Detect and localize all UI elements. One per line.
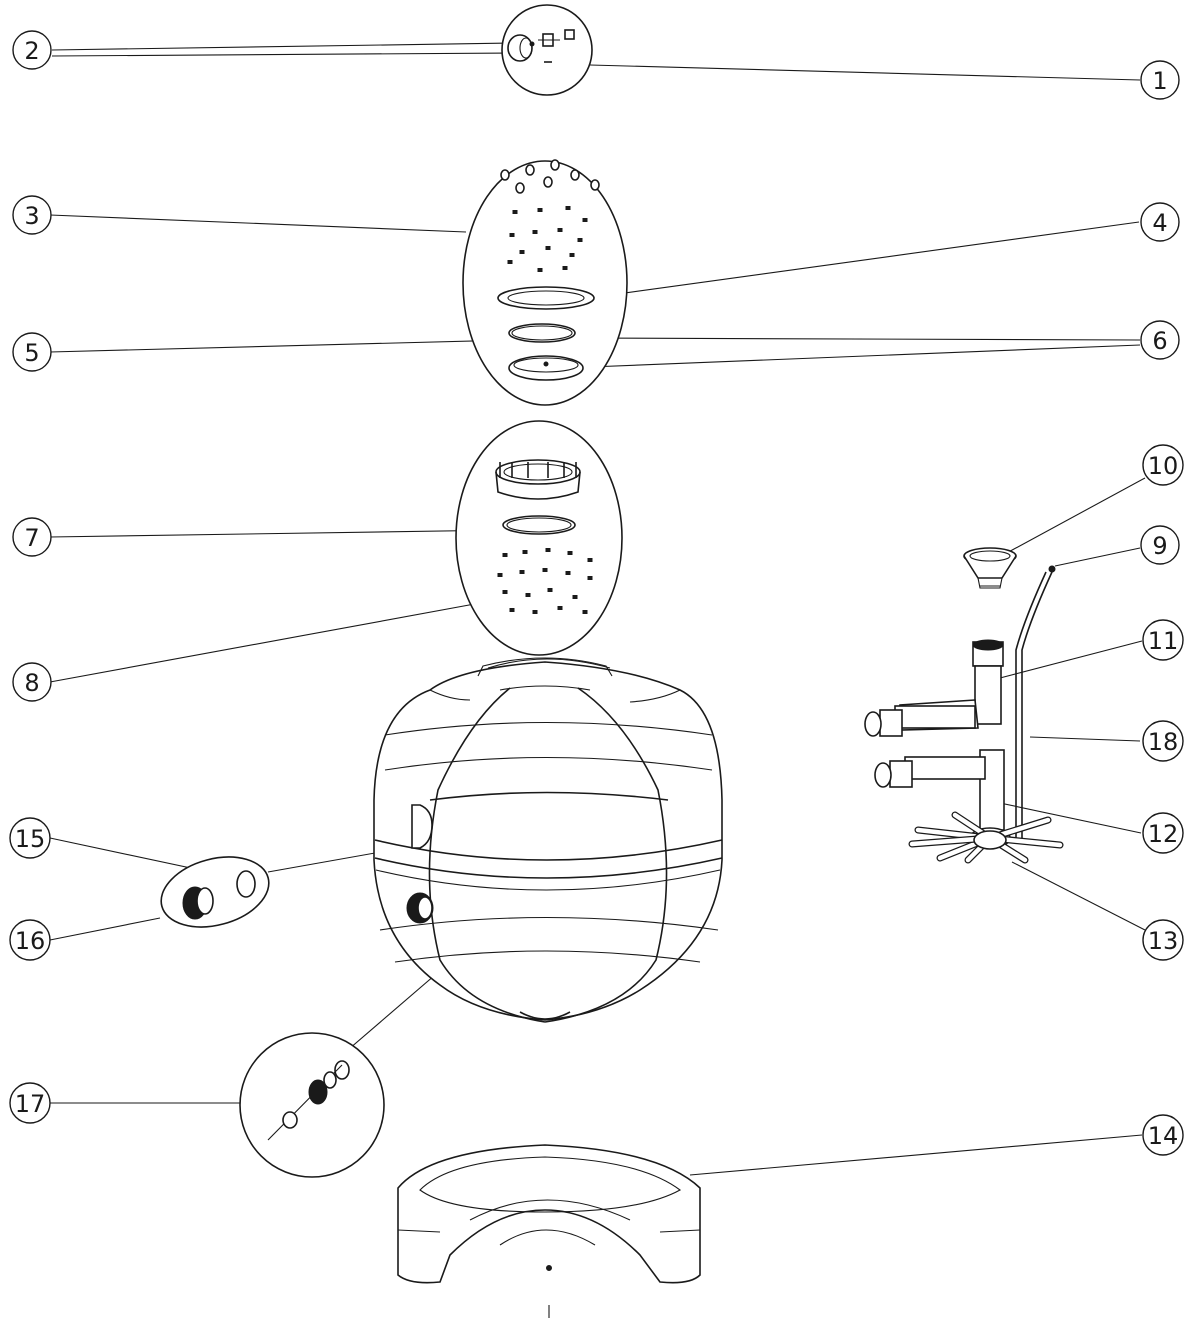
callout-10: 10 [1142,444,1184,486]
nut-dot [582,610,588,614]
nut-dot [557,228,563,232]
nut-dot [497,573,503,577]
nut-dot [512,210,518,214]
nut-dot [502,590,508,594]
nut-dot [542,568,548,572]
nut-dot [582,218,588,222]
callout-7: 7 [12,517,52,557]
callout-1: 1 [1140,60,1180,100]
callout-4-label: 4 [1152,209,1167,237]
callout-9: 9 [1140,525,1180,565]
callout-14: 14 [1142,1114,1184,1156]
callout-13: 13 [1142,919,1184,961]
callout-4: 4 [1140,202,1180,242]
callout-8-label: 8 [24,669,39,697]
screw-icon [515,182,525,194]
nut-dot [587,576,593,580]
callout-3-label: 3 [24,202,39,230]
callout-6-label: 6 [1152,327,1167,355]
callout-18-label: 18 [1148,728,1179,756]
nut-dot [532,230,538,234]
screw-icon [590,179,600,191]
callout-12-label: 12 [1148,820,1179,848]
filter-tank [373,657,723,1023]
nut-dot [519,570,525,574]
callout-8: 8 [12,662,52,702]
callout-10-label: 10 [1148,452,1179,480]
screw-icon [525,164,535,176]
nut-dot [577,238,583,242]
detail-bubble-side-port [160,856,270,928]
callout-15-label: 15 [15,825,46,853]
callout-12: 12 [1142,812,1184,854]
nut-dot [565,571,571,575]
callout-5-label: 5 [24,339,39,367]
callout-17-label: 17 [15,1090,46,1118]
screw-icon [550,159,560,171]
nut-dot [545,246,551,250]
nut-dot [565,206,571,210]
screw-icon [543,176,553,188]
nut-dot [557,606,563,610]
callout-6: 6 [1140,320,1180,360]
detail-bubble-valve [501,4,593,96]
callout-16-label: 16 [15,927,46,955]
callout-3: 3 [12,195,52,235]
callout-2: 2 [12,30,52,70]
internal-laterals-assembly [864,547,1064,864]
nut-dot [537,268,543,272]
callout-5: 5 [12,332,52,372]
nut-dot [562,266,568,270]
screw-icon [500,169,510,181]
nut-dot [507,260,513,264]
callout-13-label: 13 [1148,927,1179,955]
callout-17: 17 [9,1082,51,1124]
lid-screws [500,159,600,272]
callout-9-label: 9 [1152,532,1167,560]
callout-14-label: 14 [1148,1122,1179,1150]
callouts: 1 2 3 4 5 6 7 8 9 10 11 12 13 14 15 16 1… [9,30,1184,1156]
screw-icon [570,169,580,181]
nut-dot [509,233,515,237]
callout-15: 15 [9,817,51,859]
nut-dot [509,608,515,612]
nut-dot [522,550,528,554]
detail-bubble-drain [239,1032,385,1178]
nut-dot [532,610,538,614]
nut-dot [502,553,508,557]
nut-dot [519,250,525,254]
nut-dot [545,548,551,552]
detail-bubble-collar [455,420,623,656]
callout-16: 16 [9,919,51,961]
callout-11: 11 [1142,619,1184,661]
nut-dot [525,593,531,597]
detail-bubble-lid [462,159,628,406]
callout-7-label: 7 [24,524,39,552]
nut-dot [572,595,578,599]
nut-dot [587,558,593,562]
nut-dot [537,208,543,212]
lateral-hub [973,830,1007,850]
callout-18: 18 [1142,720,1184,762]
nut-dot [547,588,553,592]
callout-11-label: 11 [1148,627,1179,655]
nut-dot [569,253,575,257]
callout-1-label: 1 [1152,67,1167,95]
nut-dot [567,551,573,555]
tank-base [397,1144,701,1318]
leader-lines [49,42,1146,1176]
callout-2-label: 2 [24,37,39,65]
